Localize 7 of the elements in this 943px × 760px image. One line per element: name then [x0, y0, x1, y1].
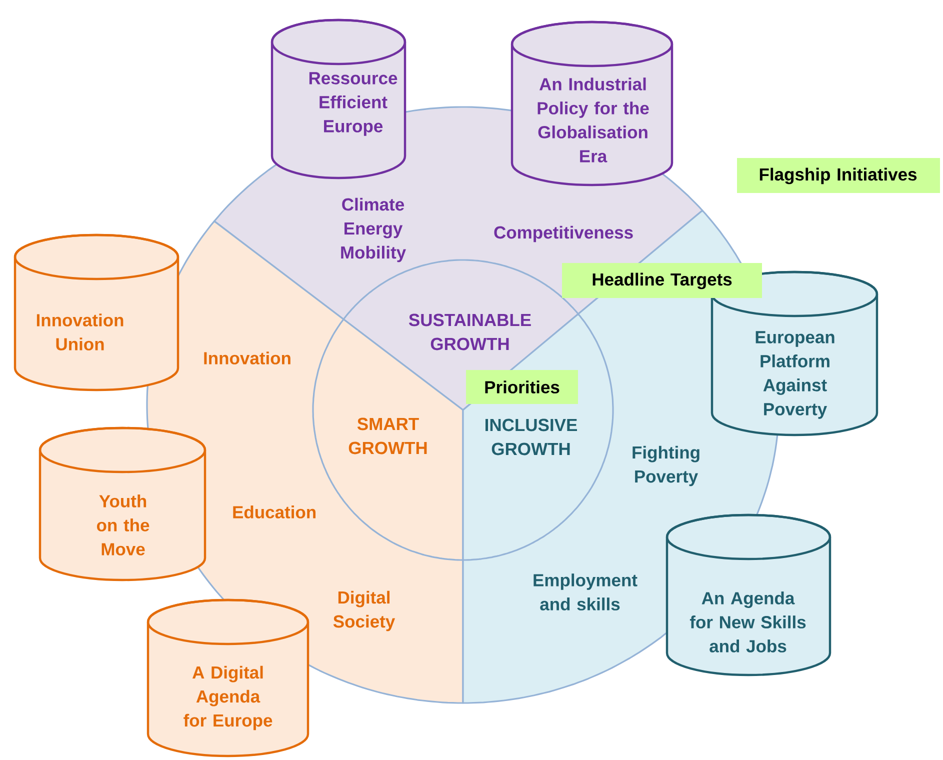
tag-label: Flagship Initiatives — [737, 158, 940, 193]
cylinder: An Agenda for New Skills and Jobs — [666, 514, 832, 676]
cylinder: Innovation Union — [14, 234, 180, 392]
cylinder: Ressource Efficient Europe — [270, 18, 406, 180]
cylinder: An Industrial Policy for the Globalisation Era — [510, 20, 674, 186]
cylinder: Youth on the Move — [38, 426, 206, 582]
cylinder: A Digital Agenda for Europe — [146, 598, 310, 758]
